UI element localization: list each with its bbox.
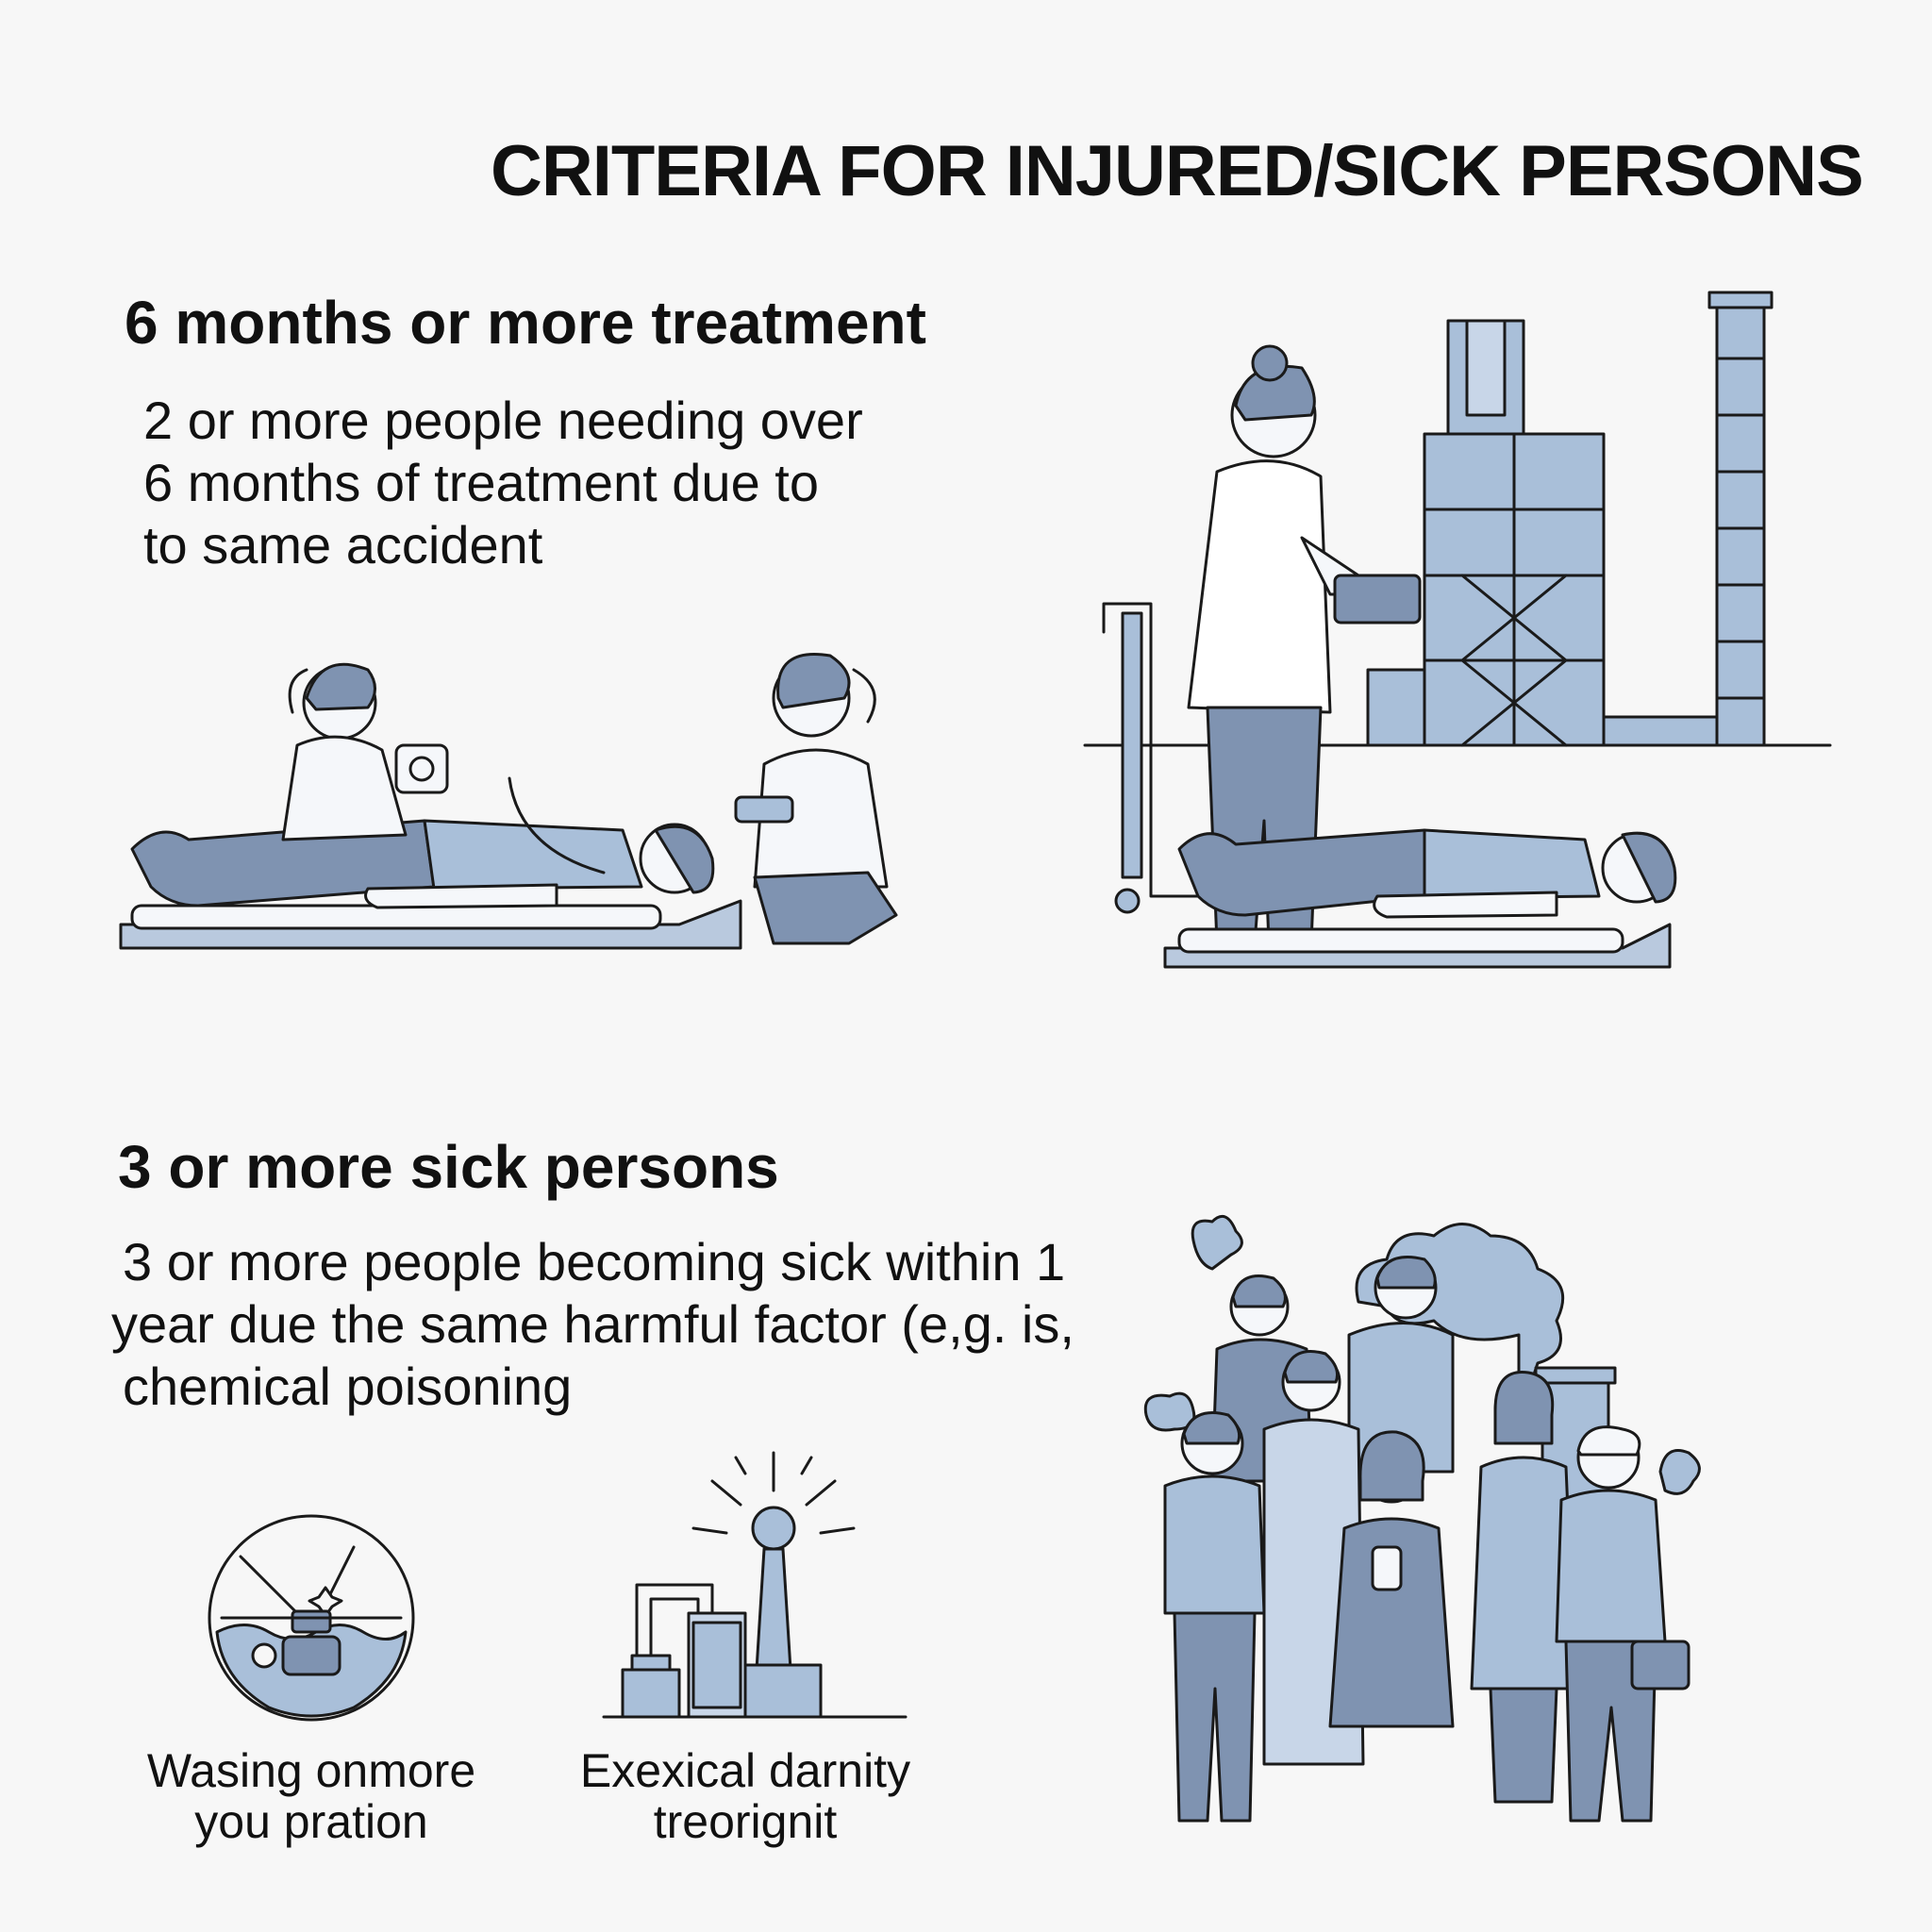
section1-line-2: 6 months of treatment due to [143, 453, 819, 512]
water-contamination-icon [208, 1514, 415, 1722]
section2-line-2: year due the same harmful factor (e,g. i… [111, 1294, 1074, 1354]
section1-heading: 6 months or more treatment [125, 289, 926, 357]
section1-description: 2 or more people needing over 6 months o… [143, 390, 863, 576]
section1-line-1: 2 or more people needing over [143, 391, 863, 450]
section1-line-3: to same accident [143, 515, 543, 575]
icon2-caption-line-1: Exexical darnity [579, 1744, 911, 1797]
icon2-caption: Exexical darnity treorignit [547, 1745, 943, 1847]
page-title: CRITERIA FOR INJURED/SICK PERSONS [491, 131, 1864, 211]
icon2-caption-line-2: treorignit [653, 1795, 838, 1848]
icon1-caption-line-2: you pration [194, 1795, 428, 1848]
doctor-factory-patient-illustration [1083, 291, 1832, 969]
section2-line-3: chemical poisoning [123, 1357, 573, 1416]
section2-heading: 3 or more sick persons [118, 1133, 779, 1201]
sick-group-illustration [1143, 1214, 1701, 1823]
nurses-treating-patient-illustration [119, 653, 898, 950]
icon1-caption-line-1: Wasing onmore [146, 1744, 476, 1797]
chemical-plant-icon [602, 1451, 908, 1719]
section2-description: 3 or more people becoming sick within 1 … [111, 1231, 1074, 1418]
icon1-caption: Wasing onmore you pration [113, 1745, 509, 1847]
section2-line-1: 3 or more people becoming sick within 1 [123, 1232, 1066, 1291]
